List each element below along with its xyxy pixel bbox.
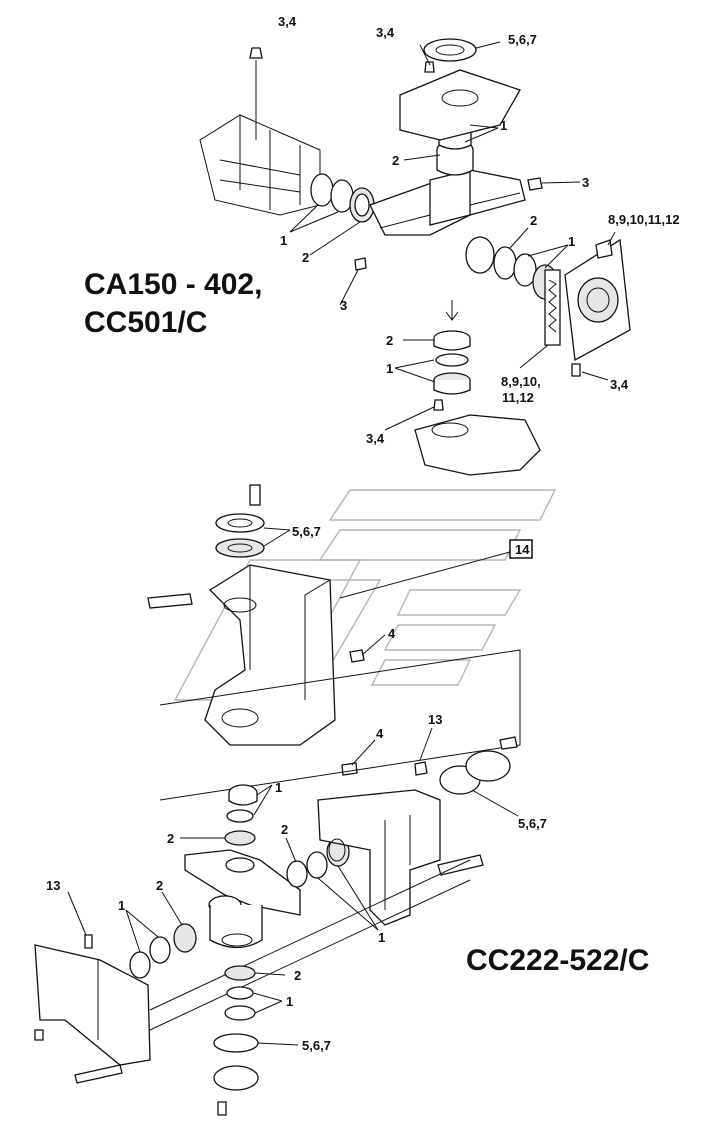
callout-1: 1 <box>286 994 293 1009</box>
callout-3-4: 3,4 <box>366 431 385 446</box>
callout-2: 2 <box>156 878 163 893</box>
callout-3: 3 <box>340 298 347 313</box>
callout-8-10: 8,9,10, <box>501 374 541 389</box>
middle-leaders <box>263 527 511 766</box>
top-leaders <box>289 41 616 431</box>
callout-1: 1 <box>568 234 575 249</box>
callout-1: 1 <box>378 930 385 945</box>
callout-1: 1 <box>118 898 125 913</box>
callout-8-12: 8,9,10,11,12 <box>608 212 680 227</box>
callout-11-12: 11,12 <box>502 390 534 405</box>
callout-5-6-7: 5,6,7 <box>292 524 321 539</box>
callout-3-4: 3,4 <box>610 377 629 392</box>
top-axle-assembly <box>199 38 631 476</box>
callout-14: 14 <box>515 542 530 557</box>
callout-2: 2 <box>294 968 301 983</box>
bottom-axle-assembly <box>34 736 518 1116</box>
model-title-top-line1: CA150 - 402, <box>84 268 263 301</box>
callout-2: 2 <box>386 333 393 348</box>
callout-2: 2 <box>167 831 174 846</box>
callout-box-14 <box>509 539 533 559</box>
callout-5-6-7: 5,6,7 <box>508 32 537 47</box>
callout-1: 1 <box>386 361 393 376</box>
model-title-top-line2: CC501/C <box>84 306 208 339</box>
model-title-bottom: CC222-522/C <box>466 944 650 977</box>
callout-3-4: 3,4 <box>376 25 395 40</box>
callout-13: 13 <box>428 712 442 727</box>
callout-2: 2 <box>302 250 309 265</box>
callout-1: 1 <box>275 780 282 795</box>
callout-1: 1 <box>280 233 287 248</box>
callout-3: 3 <box>582 175 589 190</box>
callout-5-6-7: 5,6,7 <box>302 1038 331 1053</box>
callout-4: 4 <box>388 626 396 641</box>
callout-3-4: 3,4 <box>278 14 297 29</box>
callout-13: 13 <box>46 878 60 893</box>
callout-4: 4 <box>376 726 384 741</box>
callout-2: 2 <box>530 213 537 228</box>
callout-1: 1 <box>500 118 507 133</box>
callout-5-6-7: 5,6,7 <box>518 816 547 831</box>
callout-2: 2 <box>281 822 288 837</box>
middle-bracket-assembly <box>147 484 521 801</box>
bottom-leaders <box>67 727 519 1046</box>
callout-labels: 3,4 3,4 5,6,7 1 2 3 1 2 3 2 1 8,9,10,11,… <box>46 14 680 1053</box>
callout-2: 2 <box>392 153 399 168</box>
